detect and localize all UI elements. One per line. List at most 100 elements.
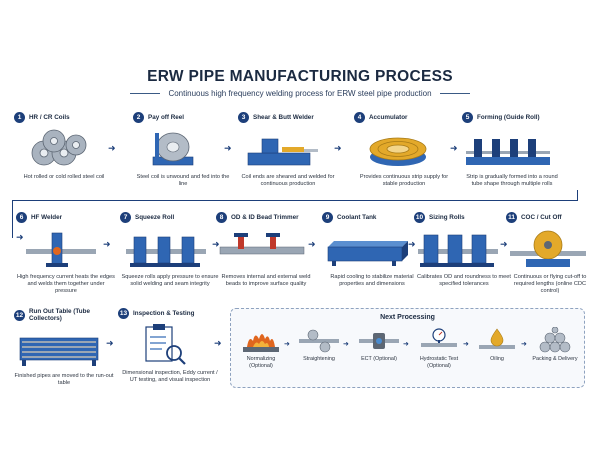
np-label: Normalizing (Optional)	[246, 356, 276, 369]
step-description: Removes internal and external weld beads…	[221, 274, 311, 287]
oil-drop-icon	[477, 327, 517, 353]
arrow-icon: ➜	[212, 239, 220, 249]
arrow-icon: ➜	[224, 143, 232, 153]
np-normalizing: Normalizing (Optional)	[235, 327, 287, 370]
arrow-icon: ➜	[500, 239, 508, 249]
page-title: ERW PIPE MANUFACTURING PROCESS	[147, 68, 453, 85]
arrow-icon: ➜	[521, 341, 527, 348]
step-number: 8	[216, 212, 227, 223]
np-packing-delivery: Packing & Delivery	[529, 326, 581, 363]
step-title: Inspection & Testing	[133, 310, 195, 317]
cut-off-saw-icon	[506, 227, 590, 271]
step-1: 1 HR / CR Coils Hot rolled or cold rolled…	[14, 112, 122, 181]
arrow-icon: ➜	[408, 239, 416, 249]
row-connector-line	[12, 200, 13, 238]
step-title: HR / CR Coils	[29, 114, 70, 121]
step-number: 7	[120, 212, 131, 223]
coil-stack-icon	[14, 127, 104, 171]
step-description: Coil ends are sheared and welded for con…	[241, 174, 335, 187]
arrow-icon: ➜	[16, 232, 24, 242]
np-label: Straightening	[303, 356, 335, 362]
row-connector-line	[577, 190, 578, 201]
step-10: 10 Sizing Rolls Calibrates OD and roundne…	[414, 212, 522, 288]
step-title: Accumulator	[369, 114, 408, 121]
step-description: Continuous or flying cut-off to required…	[513, 274, 587, 294]
step-4: 4 Accumulator Provides continuous strip s…	[354, 112, 462, 188]
step-number: 2	[133, 112, 144, 123]
row-connector-line	[12, 200, 578, 201]
np-straightening: Straightening	[293, 327, 345, 363]
step-number: 3	[238, 112, 249, 123]
subtitle-row: Continuous high frequency welding proces…	[0, 89, 600, 98]
step-number: 10	[414, 212, 425, 223]
arrow-icon: ➜	[106, 338, 114, 348]
hf-welder-icon	[16, 227, 106, 271]
flame-icon	[241, 327, 281, 353]
butt-welder-icon	[238, 127, 328, 171]
pipe-bundle-icon	[535, 326, 575, 353]
step-title: Forming (Guide Roll)	[477, 114, 540, 121]
step-title: Sizing Rolls	[429, 214, 465, 221]
sizing-rolls-icon	[414, 227, 504, 271]
np-hydrostatic-test: Hydrostatic Test (Optional)	[413, 327, 465, 370]
arrow-icon: ➜	[284, 341, 290, 348]
step-description: Calibrates OD and roundness to meet spec…	[417, 274, 511, 287]
np-oiling: Oiling	[471, 327, 523, 363]
step-number: 11	[506, 212, 517, 223]
bead-trimmer-icon	[216, 227, 306, 271]
step-description: Strip is gradually formed into a round t…	[466, 174, 558, 187]
arrow-icon: ➜	[343, 341, 349, 348]
step-description: Provides continuous strip supply for sta…	[359, 174, 449, 187]
arrow-icon: ➜	[214, 338, 222, 348]
accumulator-icon	[354, 127, 444, 171]
arrow-icon: ➜	[103, 239, 111, 249]
forming-rolls-icon	[462, 127, 552, 171]
np-label: Hydrostatic Test (Optional)	[419, 356, 459, 369]
straightener-icon	[299, 327, 339, 353]
payoff-reel-icon	[133, 127, 223, 171]
step-description: Dimensional inspection, Eddy current / U…	[122, 370, 218, 383]
inspection-icon	[118, 323, 208, 367]
run-out-table-icon	[14, 326, 104, 370]
squeeze-roll-icon	[120, 227, 210, 271]
np-label: Oiling	[490, 356, 504, 362]
step-description: Rapid cooling to stabilize material prop…	[330, 274, 414, 287]
arrow-icon: ➜	[403, 341, 409, 348]
step-12: 12 Run Out Table (Tube Collectors) Finish…	[14, 308, 122, 387]
subtitle-divider-left	[130, 93, 161, 94]
np-label: ECT (Optional)	[361, 356, 397, 362]
step-13: 13 Inspection & Testing Dimensional inspe…	[118, 308, 226, 384]
step-description: Finished pipes are moved to the run-out …	[14, 373, 114, 386]
step-number: 1	[14, 112, 25, 123]
subtitle-divider-right	[439, 93, 470, 94]
step-description: Hot rolled or cold rolled steel coil	[23, 174, 105, 180]
coolant-tank-icon	[322, 227, 412, 271]
step-description: High frequency current heats the edges a…	[17, 274, 115, 294]
np-ect: ECT (Optional)	[353, 327, 405, 363]
arrow-icon: ➜	[463, 341, 469, 348]
arrow-icon: ➜	[450, 143, 458, 153]
step-number: 6	[16, 212, 27, 223]
np-label: Packing & Delivery	[532, 356, 578, 362]
step-description: Squeeze rolls apply pressure to ensure s…	[121, 274, 219, 287]
arrow-icon: ➜	[108, 143, 116, 153]
step-title: Run Out Table (Tube Collectors)	[29, 308, 90, 322]
step-number: 9	[322, 212, 333, 223]
hydro-test-icon	[419, 327, 459, 353]
step-title: HF Welder	[31, 214, 63, 221]
page-subtitle: Continuous high frequency welding proces…	[168, 89, 432, 98]
arrow-icon: ➜	[308, 239, 316, 249]
step-number: 4	[354, 112, 365, 123]
step-11: 11 COC / Cut Off Continuous or flying cut…	[506, 212, 596, 295]
step-6: 6 HF Welder High frequency current heats …	[16, 212, 124, 295]
step-number: 13	[118, 308, 129, 319]
step-title: COC / Cut Off	[521, 214, 562, 221]
step-number: 12	[14, 309, 25, 321]
arrow-icon: ➜	[334, 143, 342, 153]
